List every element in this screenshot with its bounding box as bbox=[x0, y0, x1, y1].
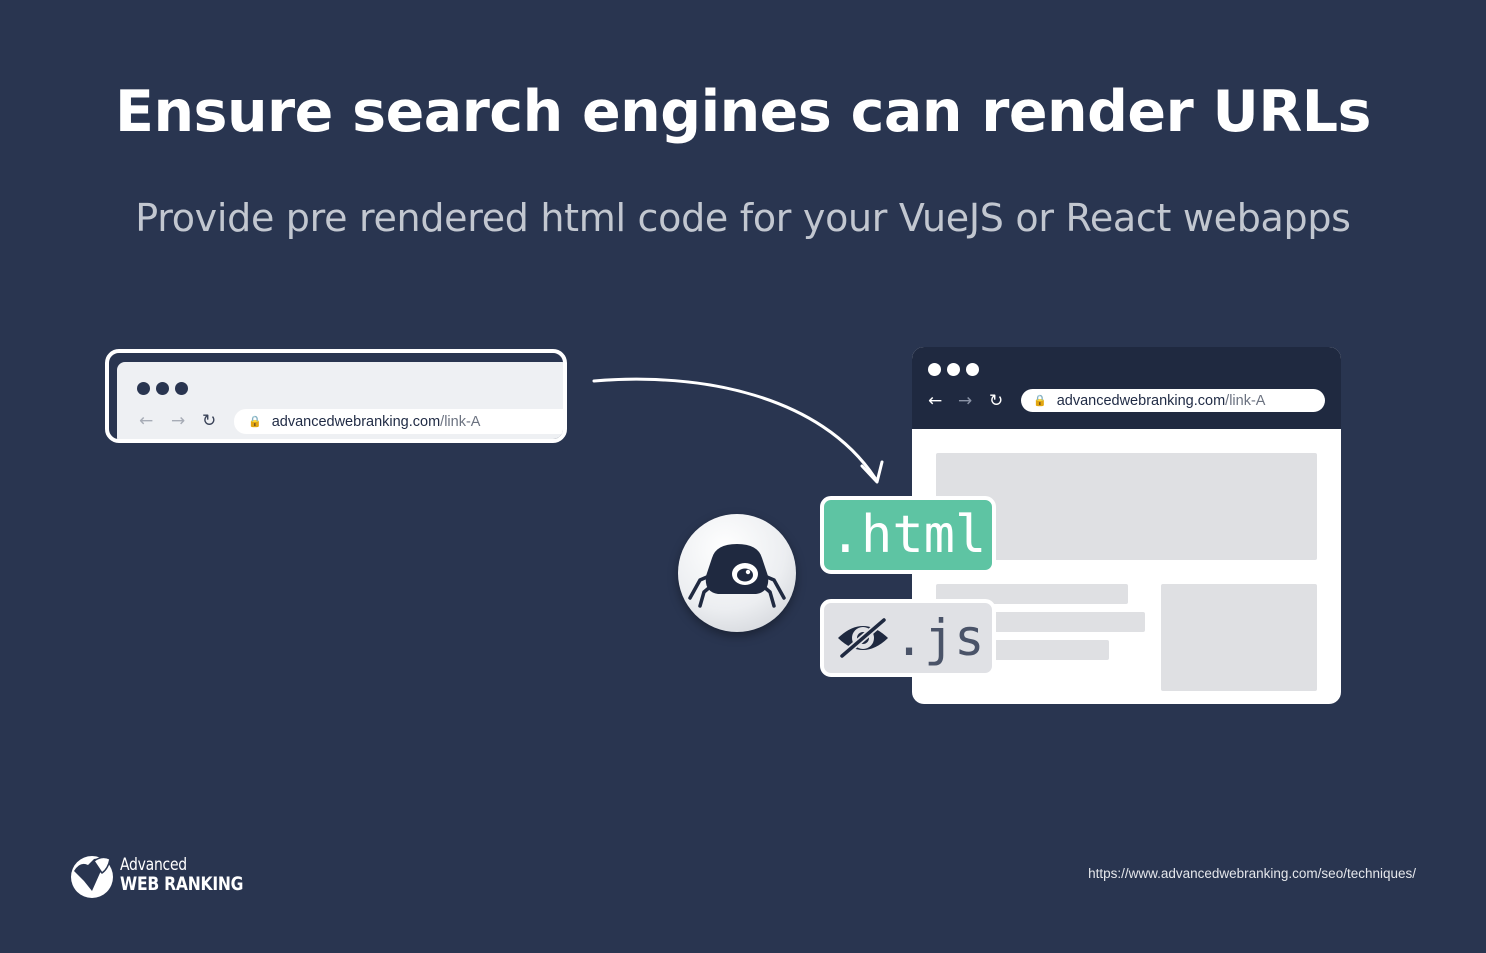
reload-icon[interactable]: ↻ bbox=[989, 391, 1004, 411]
eye-slash-icon bbox=[838, 618, 888, 658]
js-badge: .js bbox=[820, 599, 996, 677]
content-placeholder-sidebar bbox=[1161, 584, 1317, 691]
subheadline: Provide pre rendered html code for your … bbox=[135, 196, 1351, 240]
url-path: /link-A bbox=[440, 413, 481, 430]
awr-logo[interactable]: Advanced WEB RANKING bbox=[68, 851, 270, 899]
url-domain: advancedwebranking.com bbox=[1056, 392, 1226, 409]
right-browser-chrome: ← → ↻ 🔒 advancedwebranking.com/link-A bbox=[912, 347, 1341, 429]
html-badge-label: .html bbox=[829, 505, 987, 565]
headline: Ensure search engines can render URLs bbox=[115, 79, 1371, 145]
html-badge: .html bbox=[820, 496, 996, 574]
footer-url[interactable]: https://www.advancedwebranking.com/seo/t… bbox=[1088, 866, 1416, 881]
lock-icon: 🔒 bbox=[248, 416, 262, 428]
js-badge-label: .js bbox=[894, 609, 985, 667]
forward-arrow-icon[interactable]: → bbox=[171, 411, 186, 431]
globe-logo-icon bbox=[71, 856, 113, 898]
left-browser-chrome: ← → ↻ 🔒 advancedwebranking.com/link-A bbox=[117, 362, 563, 439]
crawler-badge bbox=[678, 514, 796, 632]
content-placeholder-hero bbox=[936, 453, 1317, 560]
lock-icon: 🔒 bbox=[1033, 395, 1047, 407]
url-path: /link-A bbox=[1225, 392, 1266, 409]
spider-bot-icon bbox=[688, 544, 786, 608]
address-bar[interactable]: 🔒 advancedwebranking.com/link-A bbox=[1021, 389, 1325, 412]
back-arrow-icon[interactable]: ← bbox=[139, 411, 154, 431]
three-dots-icon bbox=[928, 363, 979, 376]
reload-icon[interactable]: ↻ bbox=[202, 411, 217, 431]
forward-arrow-icon[interactable]: → bbox=[958, 391, 973, 411]
back-arrow-icon[interactable]: ← bbox=[928, 391, 943, 411]
address-bar[interactable]: 🔒 advancedwebranking.com/link-A bbox=[234, 409, 563, 434]
logo-text-line2: WEB RANKING bbox=[120, 873, 244, 895]
url-domain: advancedwebranking.com bbox=[271, 413, 441, 430]
left-browser-window: ← → ↻ 🔒 advancedwebranking.com/link-A bbox=[105, 349, 567, 443]
three-dots-icon bbox=[137, 382, 188, 395]
logo-text-line1: Advanced bbox=[120, 855, 187, 875]
